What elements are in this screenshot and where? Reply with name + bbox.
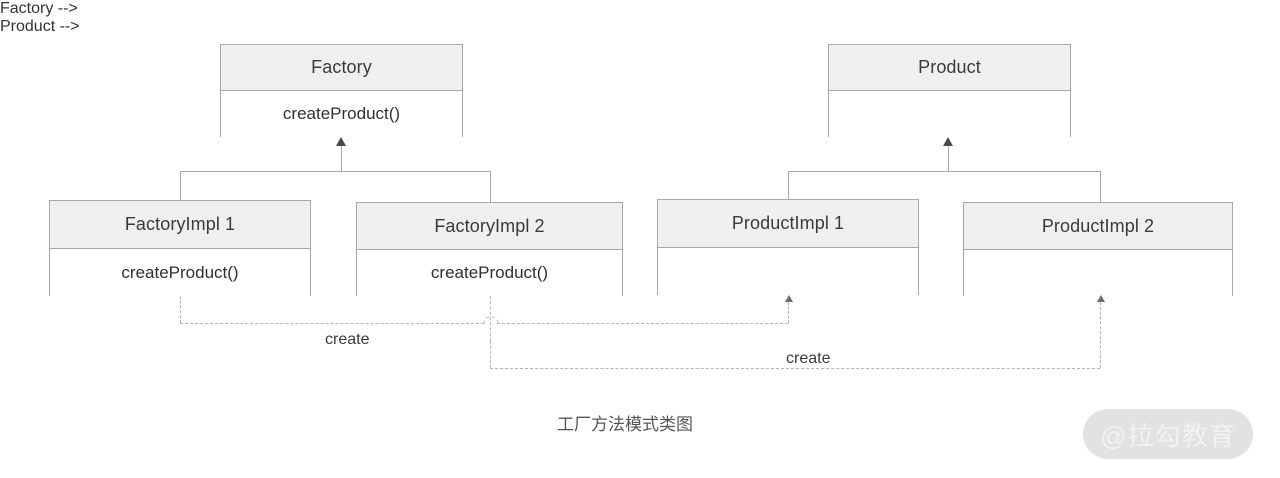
class-box-factory[interactable]: Factory createProduct(): [220, 44, 463, 137]
dependency-1-rise: [788, 302, 789, 323]
class-header-product-impl-1: ProductImpl 1: [658, 200, 918, 248]
connector-bus-factory: [180, 171, 490, 172]
dependency-1-label: create: [325, 331, 370, 348]
class-name-factory-impl-2: FactoryImpl 2: [434, 215, 545, 236]
dependency-2-rise: [1100, 302, 1101, 368]
dependency-2-label: create: [786, 350, 831, 367]
class-header-product: Product: [829, 45, 1070, 91]
connector-leg-product-impl-2: [1100, 171, 1101, 202]
class-box-product-impl-1[interactable]: ProductImpl 1: [657, 199, 919, 295]
dependency-1-run-right: [497, 323, 788, 324]
class-body-factory: createProduct(): [221, 91, 462, 137]
dependency-2-run: [490, 368, 1100, 369]
connector-leg-factory-impl-1: [180, 171, 181, 200]
class-name-factory-impl-1: FactoryImpl 1: [124, 214, 236, 234]
diagram-caption: 工厂方法模式类图: [557, 415, 693, 434]
class-box-product-impl-2[interactable]: ProductImpl 2: [963, 202, 1233, 296]
class-body-factory-impl-1: createProduct(): [50, 249, 310, 296]
generalization-arrowhead-factory: [336, 137, 346, 146]
watermark-text: @拉勾教育: [1100, 420, 1236, 451]
connector-riser-product: [948, 146, 949, 171]
class-body-product: [829, 91, 1070, 137]
generalization-arrowhead-product: [943, 137, 953, 146]
dependency-2-drop: [490, 296, 491, 341]
class-body-factory-impl-2: createProduct(): [357, 250, 622, 296]
class-name-factory: Factory: [311, 57, 372, 77]
class-header-factory: Factory: [221, 45, 462, 91]
class-member-factory-0: createProduct(): [282, 104, 401, 123]
class-name-product: Product: [918, 57, 981, 77]
class-box-product[interactable]: Product: [828, 44, 1071, 137]
class-box-factory-impl-1[interactable]: FactoryImpl 1 createProduct(): [49, 200, 311, 296]
class-box-factory-impl-2[interactable]: FactoryImpl 2 createProduct(): [356, 202, 623, 296]
connector-leg-factory-impl-2: [490, 171, 491, 202]
class-name-product-impl-2: ProductImpl 2: [1041, 215, 1155, 236]
watermark-badge: @拉勾教育: [1083, 409, 1253, 459]
connector-riser-factory: [341, 146, 342, 171]
dependency-2-drop-lower: [490, 341, 491, 368]
class-header-factory-impl-1: FactoryImpl 1: [50, 201, 310, 249]
dependency-1-run-left: [180, 323, 484, 324]
dependency-1-line-hop-icon: [483, 316, 499, 324]
class-member-factory-impl-2-0: createProduct(): [430, 263, 549, 282]
dependency-1-drop: [180, 296, 181, 323]
class-body-product-impl-1: [658, 248, 918, 295]
class-name-product-impl-1: ProductImpl 1: [731, 213, 845, 233]
class-header-product-impl-2: ProductImpl 2: [964, 203, 1232, 250]
class-member-factory-impl-1-0: createProduct(): [121, 262, 239, 282]
dependency-1-arrowhead: [785, 295, 793, 302]
connector-bus-product: [788, 171, 1100, 172]
dependency-2-arrowhead: [1097, 295, 1105, 302]
connector-leg-product-impl-1: [788, 171, 789, 199]
class-header-factory-impl-2: FactoryImpl 2: [357, 203, 622, 250]
class-body-product-impl-2: [964, 250, 1232, 296]
